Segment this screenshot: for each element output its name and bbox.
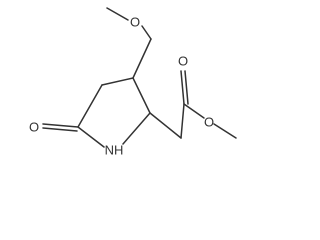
atom-o-lactam-carbonyl: O [29,119,39,134]
atom-o-ether-top: O [130,14,140,29]
bond-c3-c4 [101,77,134,86]
bond-c2-n [122,112,151,145]
bond-ch2-ester-c [180,103,185,139]
bond-methyl-ether-top [106,7,129,21]
atom-o-ester-carbonyl: O [178,53,188,68]
bond-ch2-c3 [132,38,152,79]
atom-nh-lactam: NH [105,142,124,157]
bond-c3-c2 [132,77,151,114]
bond-ester-c-o-b [184,70,189,105]
bond-ester-c-o-a [180,70,185,105]
bond-c5-o-carbonyl-b [42,127,78,132]
bond-c4-c5 [77,84,103,128]
structure-diagram: O O NH O O [29,7,237,157]
bond-c5-o-carbonyl-a [42,123,79,128]
bond-ester-o-methyl [213,123,237,139]
atom-o-ester: O [204,114,214,129]
molecule-canvas: O O NH O O [28,7,237,158]
bond-ether-top-ch2 [141,25,152,40]
bond-n-c5 [77,126,105,148]
bond-ester-c-o-single [183,103,205,119]
bond-c2-ch2 [149,112,182,139]
